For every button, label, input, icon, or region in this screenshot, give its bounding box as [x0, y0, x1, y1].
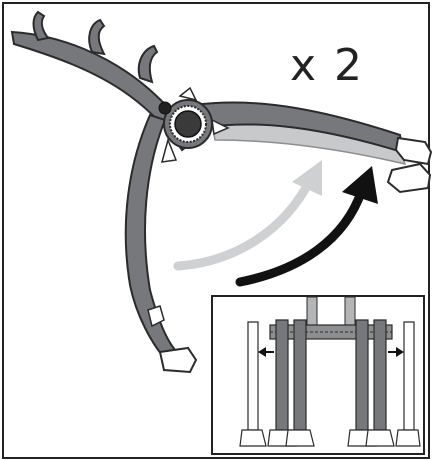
ghost-arm-tip [386, 162, 432, 194]
inset-post-left [306, 296, 318, 326]
slot-left [160, 137, 178, 163]
arrow-left-icon [258, 347, 274, 357]
slot-right [211, 118, 230, 136]
curved-arrow-dark-icon [235, 166, 378, 287]
curved-arrow-light-icon [173, 160, 322, 271]
hook-2 [88, 18, 106, 56]
hook-3 [137, 44, 159, 84]
inset-leg-left-2 [285, 319, 315, 447]
hook-1 [32, 10, 50, 42]
inset-leg-right-2 [365, 319, 395, 447]
inset-ghost-leg-left [239, 321, 267, 447]
lower-leg-side-tip [147, 305, 165, 328]
multiplier-label: x 2 [290, 40, 365, 91]
right-arm-tip [394, 136, 432, 166]
arrow-right-icon [388, 347, 404, 357]
lower-leg-tip [158, 346, 198, 374]
inset-panel [211, 295, 425, 455]
inset-ghost-leg-right [395, 321, 421, 447]
slot-top [178, 86, 198, 102]
inset-post-right [344, 296, 356, 326]
rotation-hub-icon [158, 99, 213, 149]
